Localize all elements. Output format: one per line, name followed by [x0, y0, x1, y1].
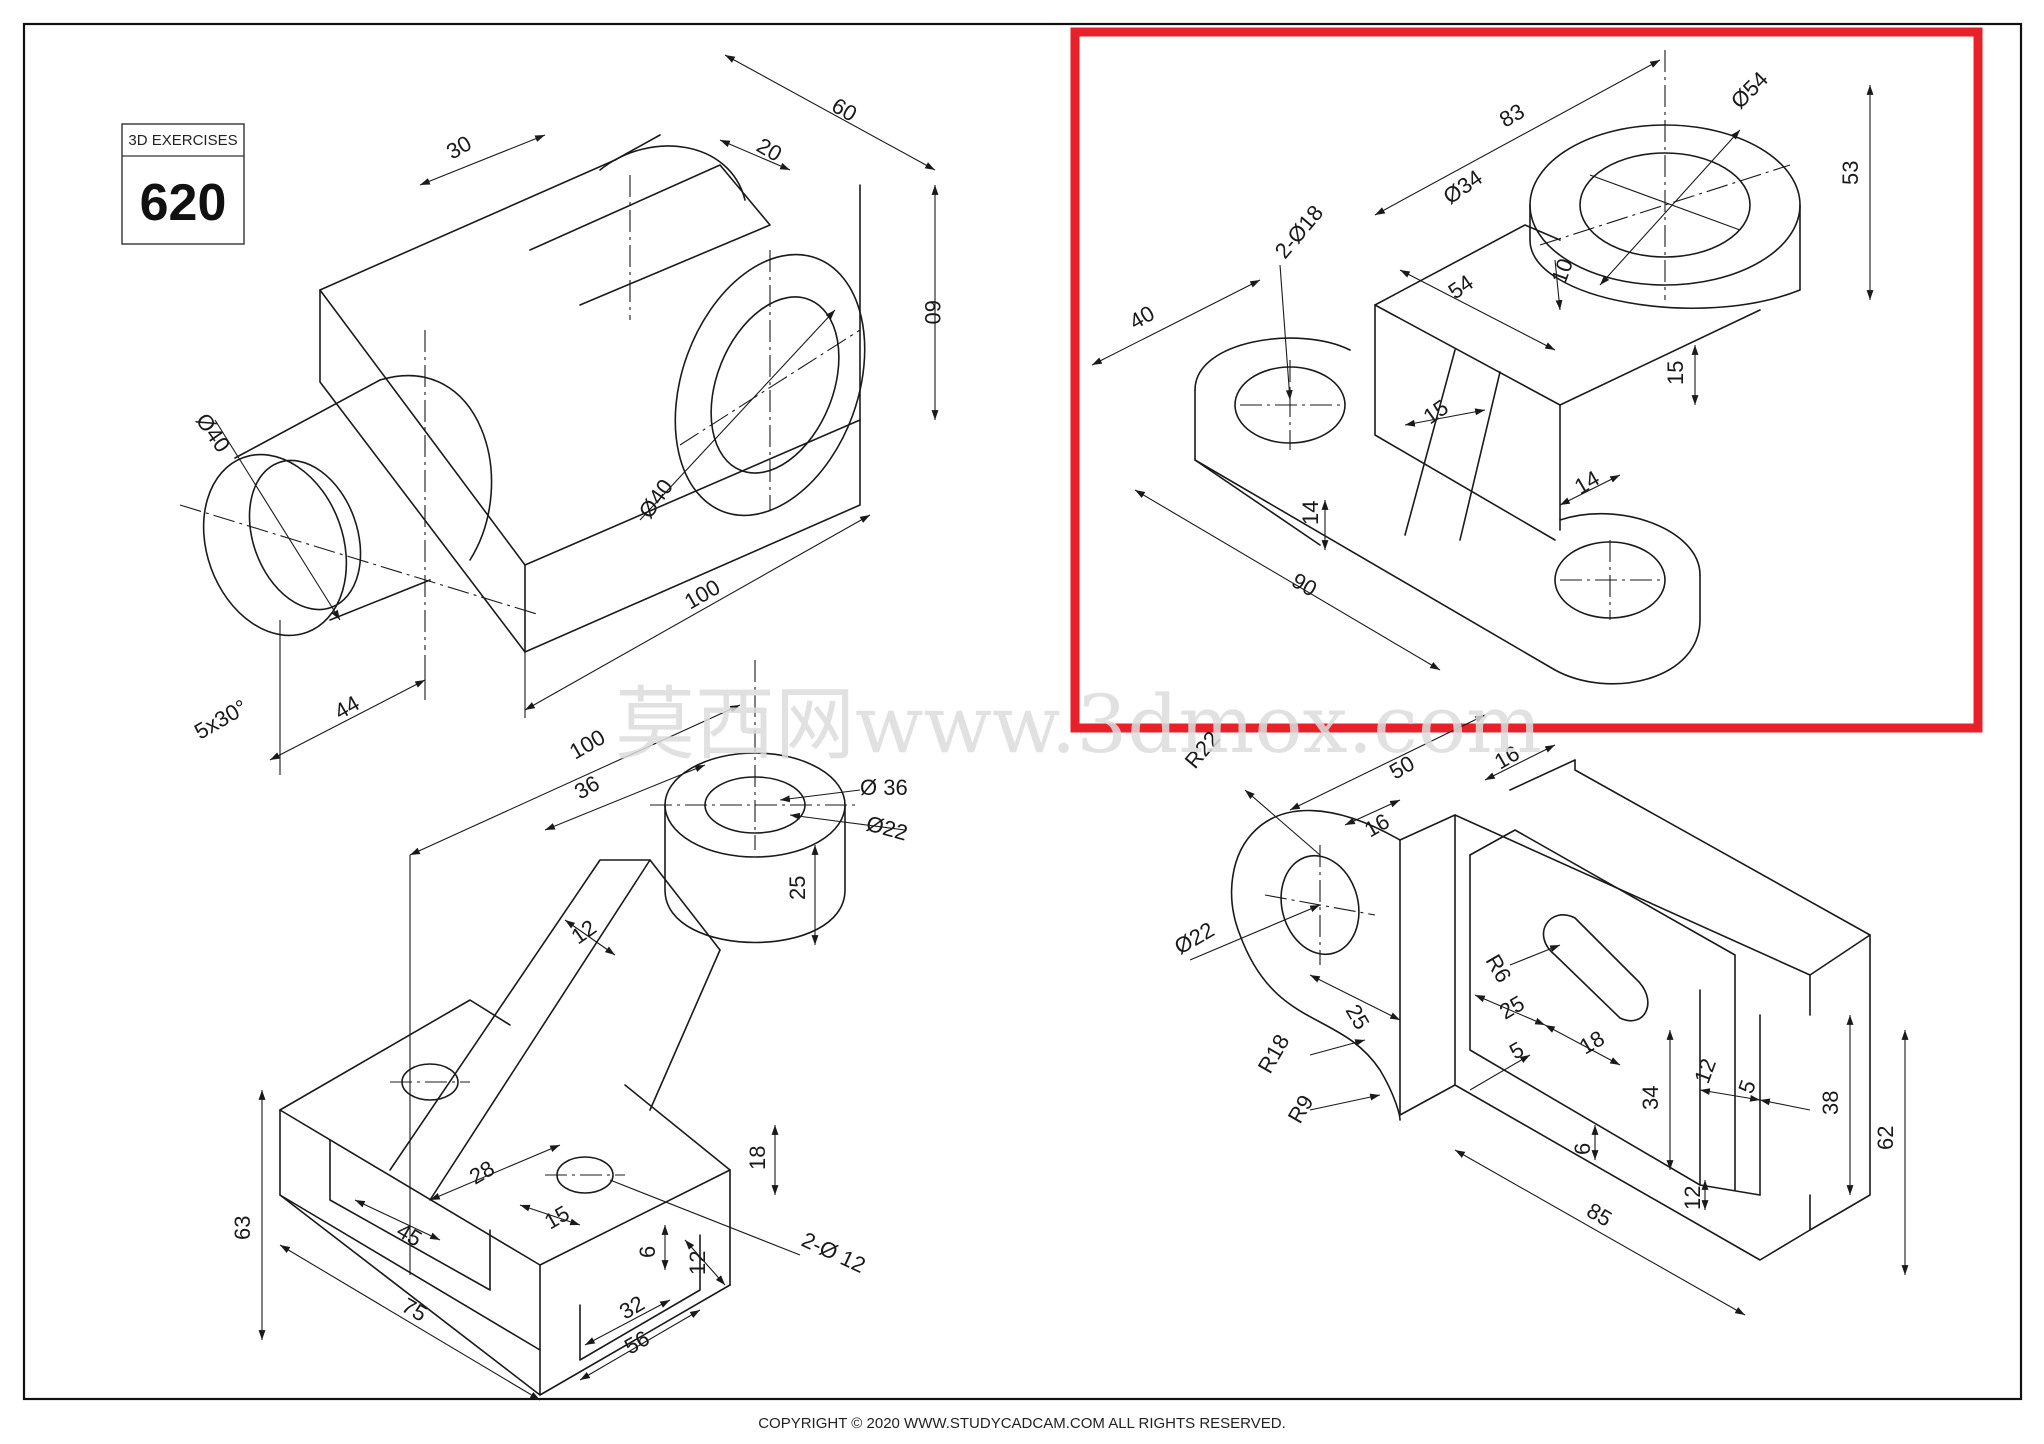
dim-c-63: 63: [230, 1216, 255, 1240]
dim-b-15-right: 15: [1663, 361, 1688, 385]
badge-number: 620: [140, 174, 227, 232]
dim-c-100: 100: [565, 724, 609, 764]
watermark: 莫西网www.3dmox.com: [615, 678, 1542, 771]
dim-c-25: 25: [785, 876, 810, 900]
part-c-drawing: 100 36 Ø 36 Ø22 25 12 63 28 45 15 18 2-Ø…: [230, 660, 911, 1401]
part-b-drawing: 83 Ø54 Ø34 53 2-Ø18 10 54 40 15 15 14 14…: [1091, 50, 1874, 685]
sheet-border: [22, 22, 2023, 1401]
dim-c-dia22: Ø22: [864, 811, 911, 846]
dim-c-15: 15: [540, 1200, 574, 1234]
dim-a-60-top: 60: [828, 93, 862, 127]
dim-d-62: 62: [1873, 1126, 1898, 1150]
dim-b-dia34: Ø34: [1439, 165, 1487, 209]
highlight-box: [1070, 27, 1983, 733]
dim-c-45: 45: [393, 1218, 427, 1252]
dim-d-r9: R9: [1283, 1091, 1319, 1128]
dim-d-6: 6: [1570, 1143, 1595, 1155]
dim-a-60-right: 60: [920, 300, 945, 324]
dim-d-dia22: Ø22: [1170, 917, 1219, 959]
dim-d-34: 34: [1638, 1086, 1663, 1110]
dim-d-25-slot: 25: [1495, 990, 1529, 1024]
dim-d-85: 85: [1583, 1198, 1617, 1232]
dim-d-12-bottom: 12: [1680, 1186, 1705, 1210]
dim-c-18: 18: [745, 1146, 770, 1170]
dim-d-5-right: 5: [1733, 1077, 1761, 1097]
dim-c-36: 36: [570, 770, 604, 804]
part-a-drawing: 30 20 60 60 Ø40 Ø40 100 5x30° 44: [179, 54, 945, 775]
badge-caption: 3D EXERCISES: [128, 132, 237, 149]
dim-b-40: 40: [1125, 300, 1159, 334]
dim-d-5-slot: 5: [1505, 1037, 1528, 1065]
dim-b-15-rib: 15: [1419, 395, 1453, 430]
dim-a-20: 20: [753, 133, 787, 167]
copyright-notice: COPYRIGHT © 2020 WWW.STUDYCADCAM.COM ALL…: [758, 1415, 1286, 1432]
dim-a-dia-shaft: Ø40: [191, 409, 235, 457]
dim-b-83: 83: [1495, 98, 1529, 132]
dim-a-30: 30: [442, 130, 476, 164]
dim-b-2-dia18: 2-Ø18: [1270, 200, 1328, 263]
dim-d-r18: R18: [1253, 1030, 1295, 1077]
dim-b-10: 10: [1546, 255, 1578, 287]
part-d-drawing: R22 50 16 16 Ø22 R6 25 25 18 R18 R9 5 34…: [1170, 714, 1909, 1316]
dim-c-6: 6: [635, 1246, 660, 1258]
dim-a-chamfer: 5x30°: [190, 694, 251, 744]
dim-b-54: 54: [1444, 270, 1478, 305]
dim-b-14-right: 14: [1570, 465, 1604, 499]
exercise-badge: 3D EXERCISES 620: [121, 123, 245, 245]
dim-c-28: 28: [465, 1155, 499, 1189]
dim-d-18: 18: [1575, 1025, 1609, 1059]
dim-d-38: 38: [1818, 1091, 1843, 1115]
dim-b-dia54: Ø54: [1726, 66, 1773, 113]
dim-c-12-small: 12: [685, 1251, 710, 1275]
dim-c-32: 32: [615, 1290, 649, 1324]
dim-c-75: 75: [398, 1293, 432, 1327]
dim-d-12-right: 12: [1689, 1055, 1721, 1087]
dim-b-53: 53: [1838, 161, 1863, 185]
dim-b-14-left: 14: [1298, 501, 1323, 525]
dim-c-dia36: Ø 36: [860, 775, 908, 800]
dim-a-44: 44: [330, 690, 364, 724]
dim-d-r6: R6: [1481, 950, 1517, 987]
dim-c-2-dia12: 2-Ø 12: [798, 1227, 870, 1278]
dim-d-16-left: 16: [1360, 808, 1394, 842]
